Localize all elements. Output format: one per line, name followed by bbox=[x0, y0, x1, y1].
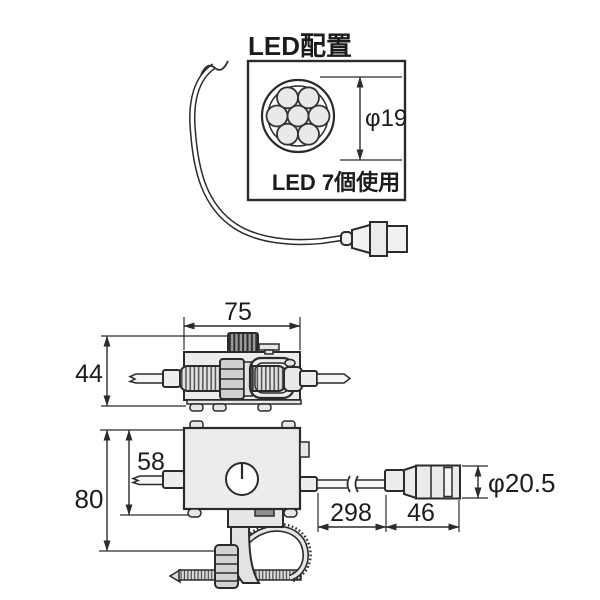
dim-label-75: 75 bbox=[224, 298, 252, 326]
connector-end bbox=[386, 225, 408, 253]
dim-label-46: 46 bbox=[407, 499, 435, 527]
dim-label-phi205: φ20.5 bbox=[488, 468, 555, 498]
dim-height-58: 58 bbox=[100, 429, 198, 516]
bottom-foot bbox=[283, 508, 298, 518]
dim-label-phi19: φ19 bbox=[365, 105, 407, 132]
left-ferrule bbox=[162, 369, 181, 388]
dim-width-75: 75 bbox=[183, 298, 301, 350]
led-cable bbox=[189, 60, 408, 257]
base-plate bbox=[186, 399, 302, 405]
cable-connector-large bbox=[403, 464, 461, 500]
dim-label-298: 298 bbox=[330, 499, 372, 527]
foot bbox=[257, 403, 272, 412]
dim-label-58: 58 bbox=[137, 448, 165, 476]
led-dot bbox=[297, 122, 320, 146]
led-count-caption: LED 7個使用 bbox=[272, 170, 400, 195]
cable-connector-small bbox=[340, 221, 408, 257]
foot bbox=[189, 403, 204, 412]
left-cable-break bbox=[130, 475, 165, 486]
connector-body bbox=[415, 464, 461, 500]
connector-collar bbox=[351, 223, 371, 255]
latch-tab bbox=[258, 343, 280, 355]
mount-bracket bbox=[168, 508, 312, 589]
led-dot bbox=[265, 104, 289, 128]
led-cluster bbox=[260, 78, 336, 154]
bottom-foot bbox=[187, 508, 202, 518]
left-ferrule bbox=[162, 470, 185, 489]
right-ferrule bbox=[299, 370, 318, 387]
front-view-drawing: 58 80 bbox=[75, 420, 555, 589]
cable-break-mark bbox=[354, 475, 359, 493]
led-dot bbox=[297, 86, 320, 110]
strap-hook-core bbox=[246, 526, 308, 580]
led-dot bbox=[276, 86, 299, 110]
led-layout-section: LED配置 φ19 LED 7個使用 bbox=[246, 31, 407, 202]
led-dot bbox=[276, 122, 299, 146]
led-dot bbox=[307, 104, 331, 128]
connector-band bbox=[369, 221, 388, 257]
connector-nub bbox=[340, 231, 353, 246]
dim-connector-46: 46 bbox=[385, 499, 460, 532]
right-cable-cut bbox=[316, 373, 352, 384]
left-cable-break bbox=[127, 373, 167, 384]
adjust-knob bbox=[227, 332, 259, 353]
dim-height-80: 80 bbox=[75, 429, 215, 552]
dim-cable-298: 298 bbox=[317, 493, 387, 532]
cable-break-gap bbox=[347, 476, 357, 492]
cable-break-squiggle bbox=[200, 60, 229, 76]
cable-break-mark bbox=[346, 475, 351, 493]
clamp-collar bbox=[243, 361, 253, 397]
dim-label-80: 80 bbox=[75, 484, 104, 514]
right-ferrule bbox=[299, 476, 318, 492]
dim-led-diameter: φ19 bbox=[320, 76, 407, 161]
connector-ring bbox=[443, 466, 453, 498]
foot bbox=[212, 403, 227, 412]
dim-connector-diameter: φ20.5 bbox=[462, 465, 555, 499]
dim-height-44: 44 bbox=[75, 335, 230, 407]
dim-label-44: 44 bbox=[75, 360, 103, 388]
cable-core bbox=[190, 64, 343, 244]
side-nub bbox=[299, 441, 310, 458]
lever-pin bbox=[284, 358, 296, 368]
connector-taper bbox=[403, 464, 417, 500]
connector-sleeve bbox=[384, 469, 405, 492]
led-layout-title: LED配置 bbox=[248, 31, 352, 61]
top-view-drawing: 75 44 bbox=[75, 298, 352, 412]
